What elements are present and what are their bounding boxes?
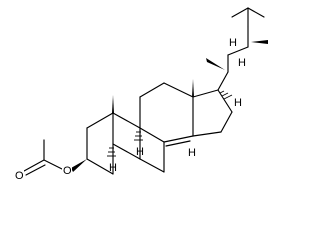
atom-h-c14: H <box>188 147 196 159</box>
side-chain <box>206 7 268 91</box>
structure-canvas: O O H H H H H H <box>14 7 268 182</box>
bond-c20-c17 <box>217 71 229 91</box>
bond-iso-methyl-2 <box>231 7 249 18</box>
bond-c9-c10 <box>112 112 141 129</box>
bond-c10-c1 <box>86 112 114 129</box>
bond-carbonyl-c-o <box>23 159 45 172</box>
atom-h-c20: H <box>238 57 246 69</box>
wedge-c24-methyl <box>251 40 268 44</box>
acetate-group <box>23 139 87 176</box>
bond-c13-c12 <box>163 82 194 98</box>
ring-c <box>139 82 194 147</box>
bond-carbonyl-c-o-double <box>25 164 46 176</box>
bond-c15-c14 <box>192 131 222 137</box>
atom-oxygen-ester: O <box>63 165 72 177</box>
wedge-c18-methyl <box>192 79 194 97</box>
ring-a <box>86 112 116 175</box>
bond-c5-c6 <box>112 143 141 160</box>
bond-c17-c16 <box>217 89 233 113</box>
bond-c9-c8 <box>139 127 165 143</box>
bond-iso-methyl-1 <box>247 7 265 18</box>
bond-c8-c14 <box>163 135 194 143</box>
atom-h-c5: H <box>109 162 117 174</box>
hash-c5-h <box>107 147 116 157</box>
bond-c13-c17 <box>192 89 219 98</box>
atom-h-c9: H <box>136 146 144 158</box>
atom-h-c17: H <box>234 97 242 109</box>
bond-c12-c11 <box>139 82 165 98</box>
bond-o-carbonyl-c <box>43 159 65 171</box>
ring-d <box>192 79 233 137</box>
bond-c16-c15 <box>220 111 233 133</box>
wedge-c21-methyl <box>206 58 225 70</box>
bond-c23-c22 <box>227 46 249 56</box>
bond-c6-c7 <box>139 158 165 173</box>
atom-labels: O O H H H H H H <box>14 37 246 182</box>
bond-c8-c14-double <box>165 140 191 147</box>
ring-b <box>112 95 165 173</box>
wedge-c3-oxygen <box>71 159 87 172</box>
bond-c2-c3 <box>86 158 114 175</box>
steroid-structure-drawing: O O H H H H H H <box>14 7 268 182</box>
atom-oxygen-carbonyl: O <box>15 170 24 182</box>
hash-c17-h <box>219 90 233 100</box>
hash-c9-h <box>134 131 143 141</box>
atom-h-c24: H <box>229 37 237 49</box>
wedge-c19-methyl <box>112 95 114 113</box>
